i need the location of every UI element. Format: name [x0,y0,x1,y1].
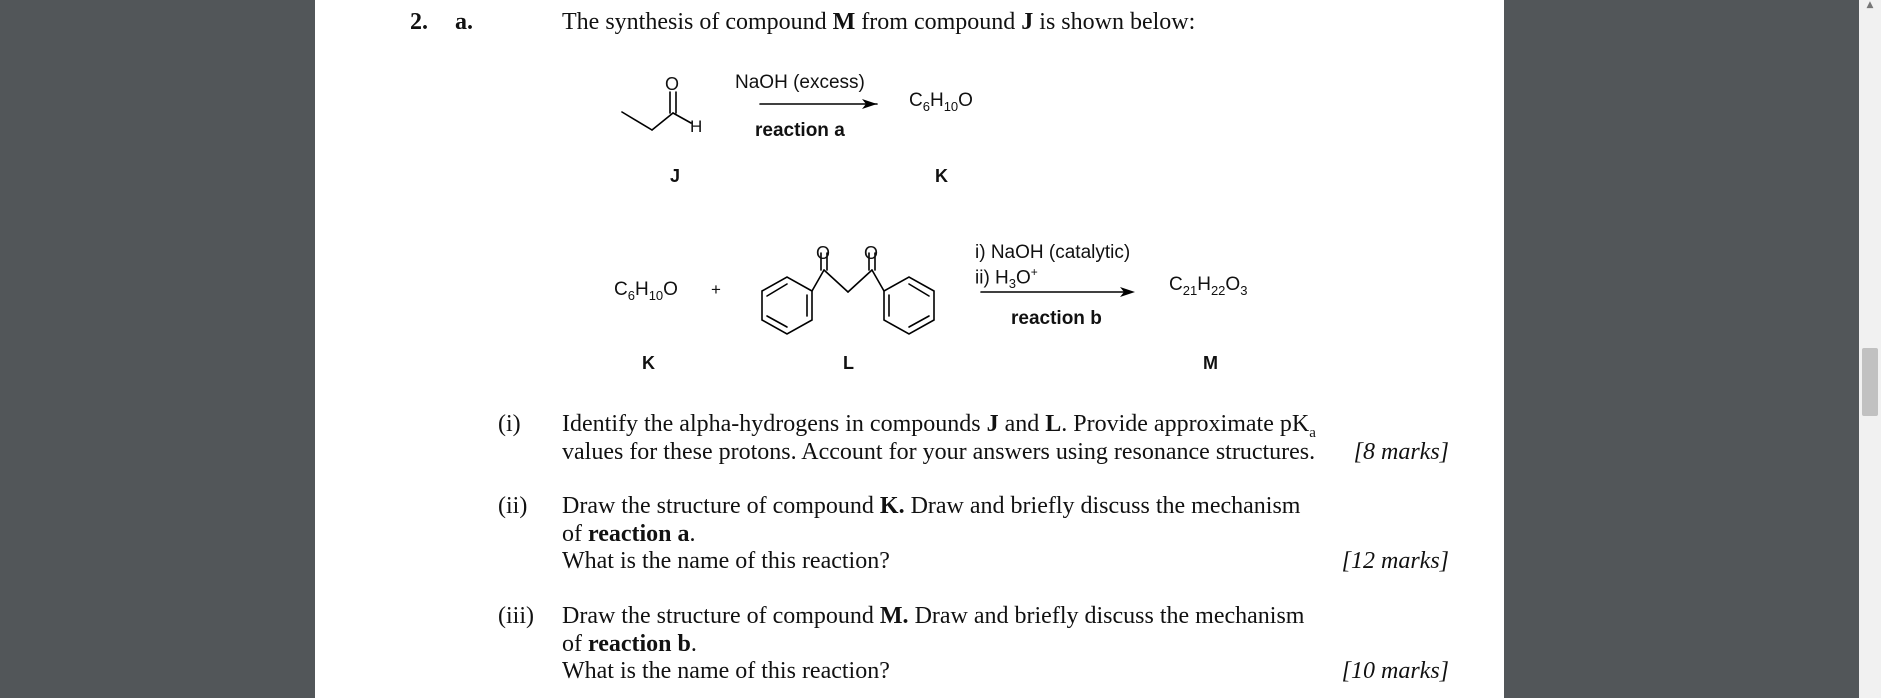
reaction-b-label: reaction b [1011,308,1102,329]
part-ii-line-1: Draw the structure of compound K. Draw a… [562,493,1301,519]
compound-j-structure [621,91,692,131]
part-ii-marks: [12 marks] [1341,548,1449,574]
part-ii-line-2: of reaction a. [562,521,696,547]
reaction-a-label: reaction a [755,120,845,141]
compound-j-label: J [670,166,681,186]
reaction-b-arrowhead [1120,287,1135,297]
part-ii-line-3: What is the name of this reaction? [562,548,890,574]
l-oxygen-atom-right: O [864,243,879,263]
reaction-a-reagent: NaOH (excess) [735,72,865,93]
compound-k-label-b: K [642,353,655,373]
question-intro: The synthesis of compound M from compoun… [562,9,1196,35]
reaction-b-reagent-1: i) NaOH (catalytic) [975,242,1131,263]
part-iii-line-2: of reaction b. [562,631,697,657]
part-i-line-1: Identify the alpha-hydrogens in compound… [562,411,1316,441]
compound-m-label: M [1203,353,1218,373]
reaction-b-reagent-2: ii) H3O+ [975,265,1038,292]
part-ii-number: (ii) [498,493,528,519]
compound-l-structure [761,252,935,335]
j-hydrogen-atom: H [690,117,703,136]
question-part: a. [455,9,473,35]
reaction-b-product-formula: C21H22O3 [1169,274,1248,298]
j-oxygen-atom: O [665,74,680,94]
part-iii-number: (iii) [498,603,534,629]
part-iii-marks: [10 marks] [1341,658,1449,684]
compound-k-label: K [935,166,948,186]
vertical-scrollbar[interactable]: ▲ [1859,0,1881,698]
question-number: 2. [410,9,428,35]
part-iii-line-3: What is the name of this reaction? [562,658,890,684]
plus-sign: + [711,280,721,299]
compound-l-label: L [843,353,854,373]
reaction-scheme-drawing [621,91,1135,335]
document-page: 2. a. The synthesis of compound M from c… [315,0,1504,698]
scroll-up-arrow-icon[interactable]: ▲ [1866,0,1874,10]
l-oxygen-atom-left: O [816,243,831,263]
reaction-a-product-formula: C6H10O [909,90,973,114]
part-i-line-2: values for these protons. Account for yo… [562,439,1316,465]
part-i-number: (i) [498,411,521,437]
reaction-a-arrowhead [862,99,877,109]
part-i-marks: [8 marks] [1353,439,1449,465]
part-iii-line-1: Draw the structure of compound M. Draw a… [562,603,1305,629]
reaction-b-reactant-formula: C6H10O [614,279,678,303]
scrollbar-thumb[interactable] [1862,348,1878,416]
